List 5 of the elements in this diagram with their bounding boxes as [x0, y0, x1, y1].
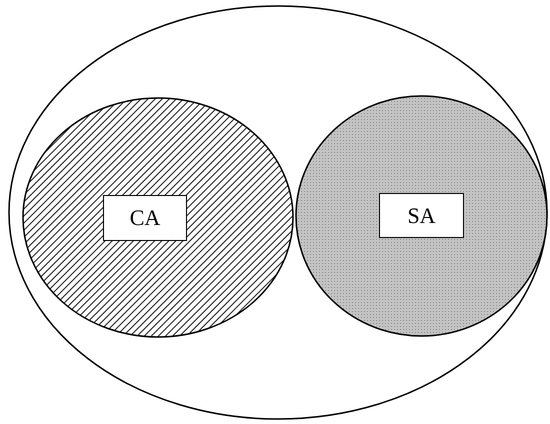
text-label: CA	[103, 195, 187, 241]
text-label: SA	[379, 193, 464, 238]
outer-ellipse	[8, 5, 548, 420]
shaded-circle	[295, 95, 548, 337]
hatched-circle	[22, 97, 294, 338]
